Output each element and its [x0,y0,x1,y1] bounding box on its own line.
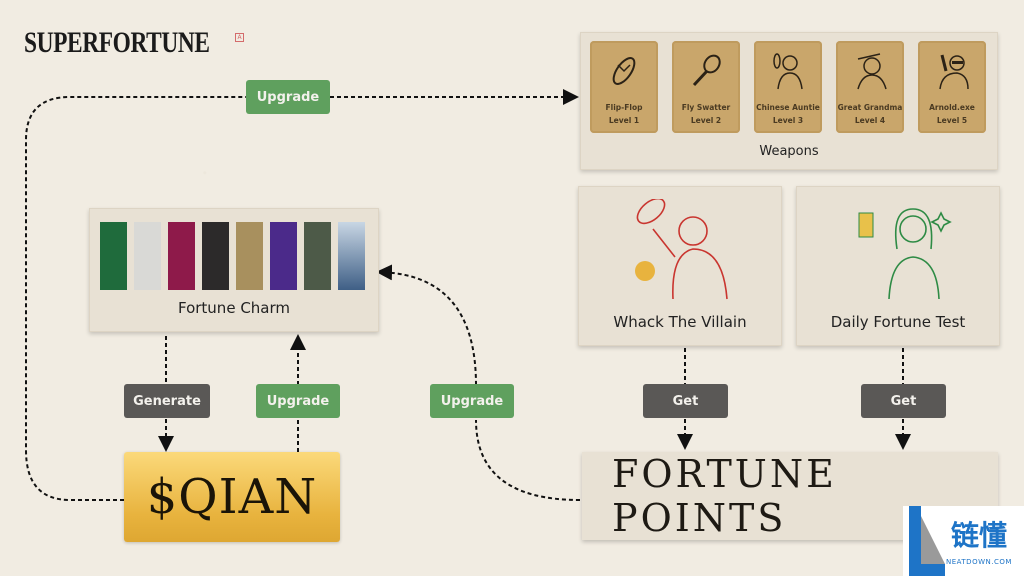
generate-button[interactable]: Generate [124,384,210,418]
fly-swatter-icon [692,54,721,87]
charm-card [236,222,263,290]
get-fortune-points-button[interactable]: Get [861,384,946,418]
qian-token-box: $QIAN [124,452,340,542]
whack-the-villain-title: Whack The Villain [613,313,747,331]
fortune-charm-panel[interactable]: Fortune Charm [89,208,379,332]
weapon-name: Arnold.exe [929,103,975,112]
daily-fortune-test-panel[interactable]: Daily Fortune Test [796,186,1000,346]
weapon-level: Level 1 [608,116,640,125]
get-villain-points-button[interactable]: Get [643,384,728,418]
fortune-girl-illustration-icon [858,208,952,300]
weapon-name: Flip-Flop [605,103,643,112]
charm-card [338,222,365,290]
superfortune-logo: SUPERFORTUNE [24,26,210,59]
weapons-panel: Flip-Flop Level 1 Fly Swatter Level 2 Ch… [580,32,998,170]
charm-card [304,222,331,290]
weapon-level: Level 4 [854,116,886,125]
arnold-icon [939,54,969,90]
weapon-card-arnold[interactable]: Arnold.exe Level 5 [918,41,986,133]
weapon-card-fly-swatter[interactable]: Fly Swatter Level 2 [672,41,740,133]
watermark-english-text: NEATDOWN.COM [946,558,1012,566]
watermark-chinese-text: 链懂 [951,519,1008,552]
charm-card [270,222,297,290]
upgrade-charm-button[interactable]: Upgrade [256,384,340,418]
charm-card [100,222,127,290]
chinese-auntie-icon [773,53,803,90]
registered-mark-icon: A [235,33,244,42]
fortune-charm-title: Fortune Charm [177,299,291,317]
daily-fortune-test-title: Daily Fortune Test [830,313,966,331]
weapon-card-chinese-auntie[interactable]: Chinese Auntie Level 3 [754,41,822,133]
weapon-level: Level 5 [936,116,968,125]
charm-card [202,222,229,290]
great-grandma-icon [857,53,887,90]
upgrade-from-points-button[interactable]: Upgrade [430,384,514,418]
weapon-level: Level 2 [690,116,722,125]
weapon-name: Fly Swatter [681,103,731,112]
weapon-name: Great Grandma [837,103,903,112]
whack-the-villain-panel[interactable]: Whack The Villain [578,186,782,346]
weapon-name: Chinese Auntie [756,103,820,112]
weapons-title: Weapons [759,144,819,159]
villain-illustration-icon [635,199,728,300]
flip-flop-icon [612,57,636,85]
weapon-card-great-grandma[interactable]: Great Grandma Level 4 [836,41,904,133]
charm-card [134,222,161,290]
neatdown-watermark: 链懂 NEATDOWN.COM [903,506,1024,576]
weapon-level: Level 3 [772,116,804,125]
upgrade-weapons-button[interactable]: Upgrade [246,80,330,114]
charm-card [168,222,195,290]
neatdown-logo-icon [909,506,945,576]
weapon-card-flip-flop[interactable]: Flip-Flop Level 1 [590,41,658,133]
